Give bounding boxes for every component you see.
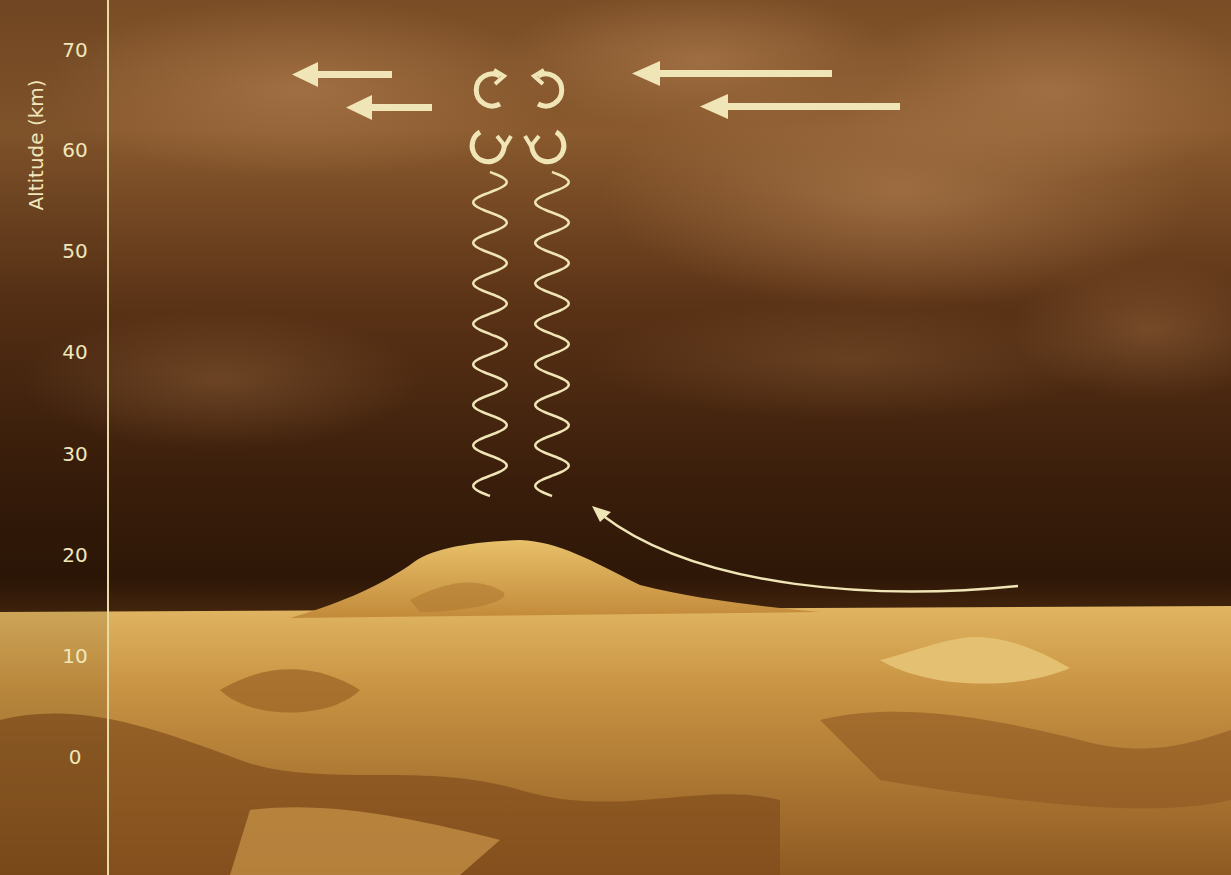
label-anchor: 30 (62, 442, 87, 466)
label-anchor: 70 (62, 38, 87, 62)
label-anchor: 10 (62, 644, 87, 668)
axis-tick-label: 70 (62, 38, 87, 62)
axis-tick-label: 50 (62, 239, 87, 263)
altitude-axis (107, 0, 109, 875)
label-anchor: 20 (62, 543, 87, 567)
axis-title: Altitude (km) (24, 79, 48, 210)
small-cone (880, 637, 1070, 684)
label-anchor: 60 (62, 138, 87, 162)
axis-tick-label: 0 (69, 745, 82, 769)
axis-tick-label: 30 (62, 442, 87, 466)
upward-flow-arrow (592, 506, 1018, 591)
clouds (20, 0, 1231, 450)
terrain (0, 540, 1231, 875)
axis-tick-label: 60 (62, 138, 87, 162)
axis-tick-label: 40 (62, 340, 87, 364)
axis-band (0, 0, 108, 875)
axis-tick-label: 10 (62, 644, 87, 668)
volcano (290, 540, 820, 618)
eddies (472, 70, 564, 162)
wind-arrows (292, 61, 900, 120)
label-anchor: 50 (62, 239, 87, 263)
label-anchor: 40 (62, 340, 87, 364)
label-anchor: Altitude (km) (24, 79, 48, 210)
gravity-waves (473, 172, 568, 496)
label-anchor: 0 (69, 745, 82, 769)
axis-tick-label: 20 (62, 543, 87, 567)
